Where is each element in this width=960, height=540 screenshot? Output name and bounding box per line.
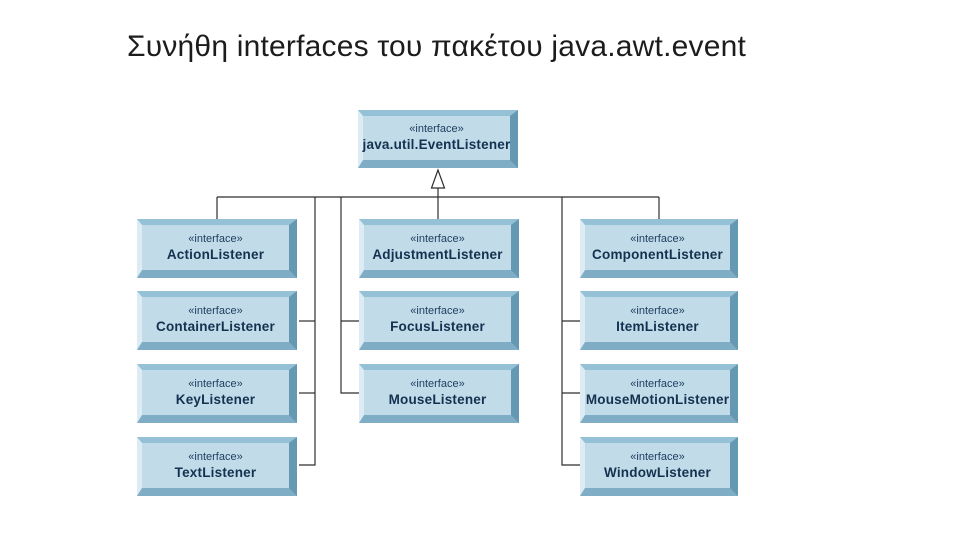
interface-box-textlistener: «interface» TextListener (137, 437, 297, 496)
interface-name: MouseMotionListener (585, 391, 730, 407)
stereotype-label: «interface» (630, 377, 685, 390)
stereotype-label: «interface» (188, 304, 243, 317)
interface-name: TextListener (174, 464, 257, 480)
interface-box-eventlistener: «interface» java.util.EventListener (358, 110, 518, 168)
interface-name: WindowListener (604, 464, 711, 480)
middle-trunk (340, 197, 359, 394)
stereotype-label: «interface» (410, 377, 465, 390)
inheritance-triangle-icon (430, 168, 446, 189)
right-trunk (561, 197, 580, 466)
stereotype-label: «interface» (188, 232, 243, 245)
interface-name: java.util.EventListener (362, 137, 511, 152)
interface-box-mousemotionlistener: «interface» MouseMotionListener (580, 364, 738, 423)
stereotype-label: «interface» (188, 450, 243, 463)
stereotype-label: «interface» (630, 304, 685, 317)
stereotype-label: «interface» (410, 304, 465, 317)
interface-box-adjustmentlistener: «interface» AdjustmentListener (359, 219, 519, 278)
stereotype-label: «interface» (630, 232, 685, 245)
stereotype-label: «interface» (188, 377, 243, 390)
interface-name: FocusListener (390, 318, 485, 334)
stereotype-label: «interface» (410, 232, 465, 245)
interface-box-windowlistener: «interface» WindowListener (580, 437, 738, 496)
interface-box-containerlistener: «interface» ContainerListener (137, 291, 297, 350)
interface-box-focuslistener: «interface» FocusListener (359, 291, 519, 350)
interface-box-actionlistener: «interface» ActionListener (137, 219, 297, 278)
interface-name: ItemListener (616, 318, 699, 334)
slide-title: Συνήθη interfaces του πακέτου java.awt.e… (127, 30, 747, 63)
interface-name: ContainerListener (156, 318, 275, 334)
interface-box-mouselistener: «interface» MouseListener (359, 364, 519, 423)
interface-name: KeyListener (175, 391, 256, 407)
stereotype-label: «interface» (409, 123, 464, 135)
interface-box-componentlistener: «interface» ComponentListener (580, 219, 738, 278)
interface-box-itemlistener: «interface» ItemListener (580, 291, 738, 350)
stereotype-label: «interface» (630, 450, 685, 463)
left-trunk (299, 197, 316, 466)
interface-name: MouseListener (388, 391, 487, 407)
interface-name: ComponentListener (592, 246, 723, 262)
interface-name: AdjustmentListener (372, 246, 503, 262)
interface-name: ActionListener (166, 246, 265, 262)
interface-box-keylistener: «interface» KeyListener (137, 364, 297, 423)
